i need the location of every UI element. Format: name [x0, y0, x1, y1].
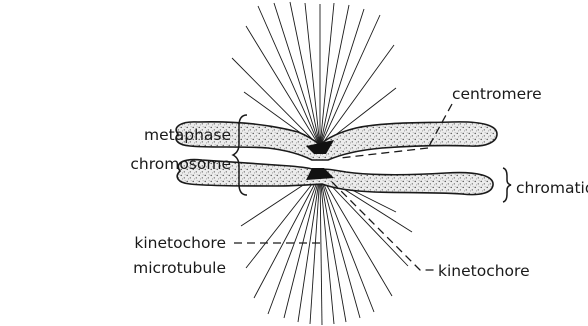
- chromatid-brace: [503, 168, 511, 202]
- microtubule-line: [290, 2, 320, 147]
- microtubule-line: [254, 174, 320, 298]
- lower-microtubule-fan: [241, 174, 412, 325]
- chromatid-label: chromatid: [516, 179, 588, 197]
- kinetochore-microtubule-label-line1: kinetochore: [134, 234, 226, 252]
- centromere-label: centromere: [452, 85, 542, 103]
- microtubule-line: [320, 5, 349, 147]
- kinetochore-microtubule-label-line2: microtubule: [133, 259, 226, 277]
- metaphase-label-line2: chromosome: [130, 155, 231, 173]
- kinetochore-leader: [332, 182, 434, 270]
- kinetochore-label: kinetochore: [438, 262, 530, 280]
- metaphase-label-line1: metaphase: [144, 126, 231, 144]
- microtubule-line: [274, 3, 320, 147]
- microtubule-line: [320, 174, 374, 312]
- microtubule-line: [246, 174, 320, 268]
